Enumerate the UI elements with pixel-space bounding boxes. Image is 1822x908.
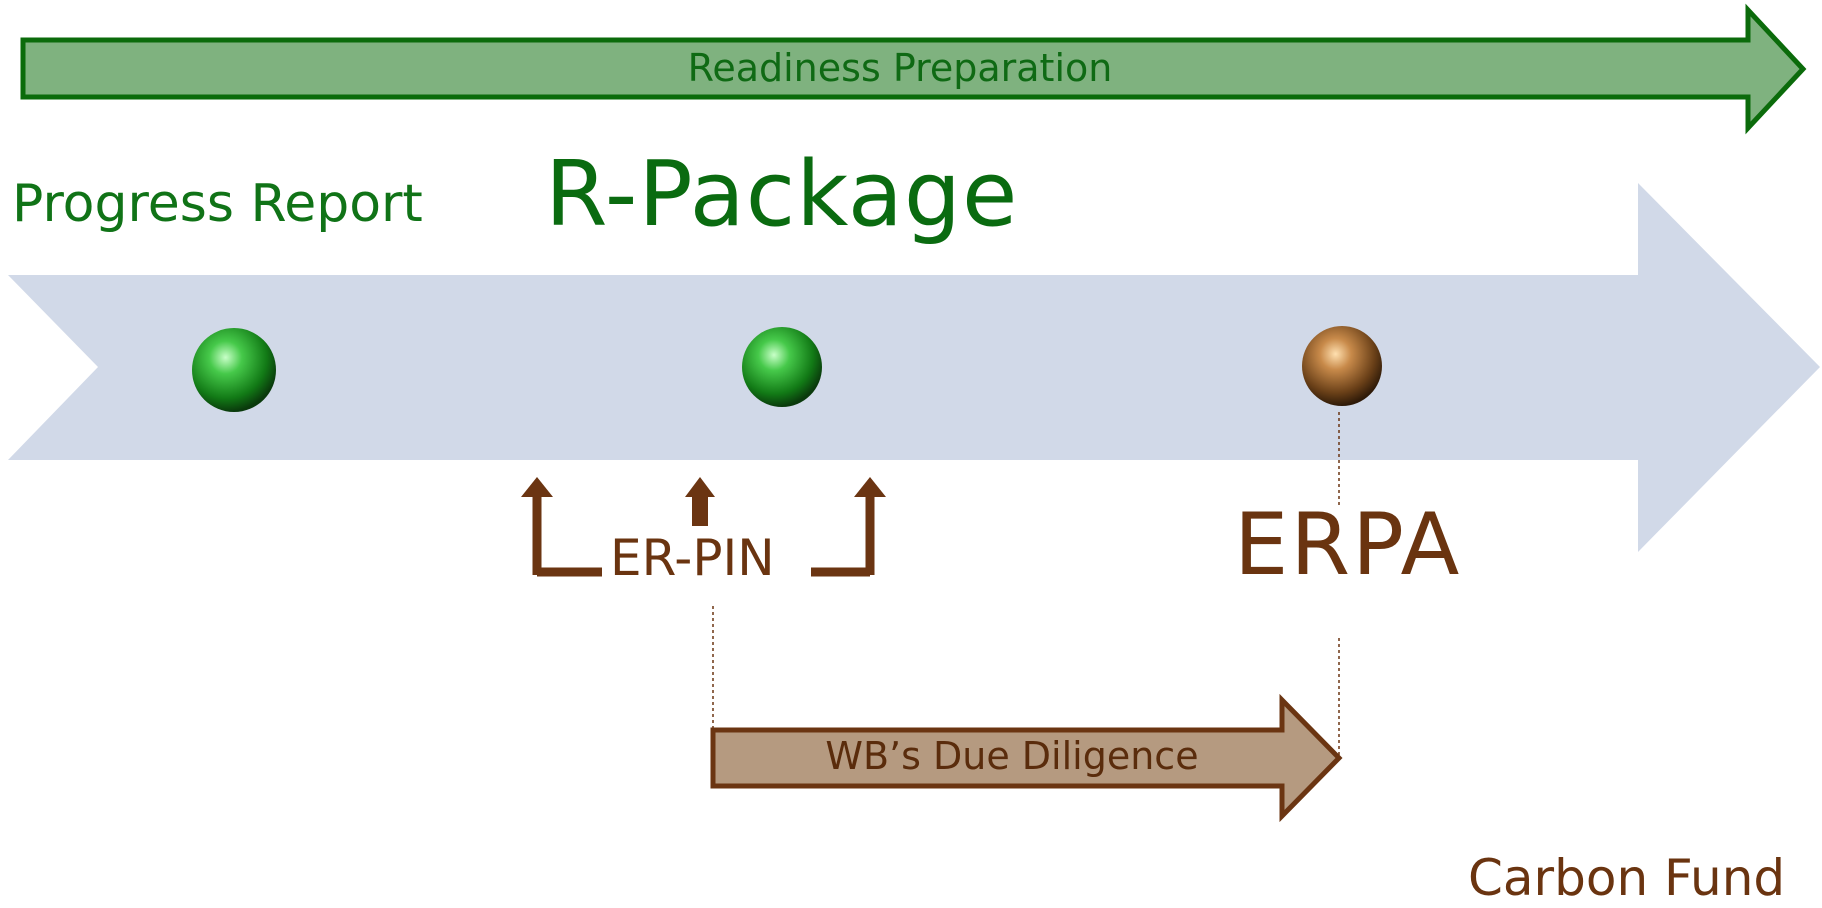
r-package-label: R-Package — [545, 142, 1019, 247]
main-timeline-arrow — [8, 183, 1820, 552]
readiness-preparation-label: Readiness Preparation — [687, 46, 1113, 90]
er-pin-label: ER-PIN — [610, 529, 775, 587]
right-arrowhead — [854, 477, 886, 497]
erpa-marker — [1302, 326, 1382, 406]
readiness-arrow — [20, 3, 1807, 135]
erpa-label: ERPA — [1234, 495, 1462, 595]
right-bracket-arrow — [811, 494, 875, 577]
due-diligence-label: WB’s Due Diligence — [825, 734, 1199, 778]
left-arrowhead — [521, 477, 553, 497]
progress-report-marker — [192, 328, 276, 412]
progress-report-label: Progress Report — [12, 174, 423, 234]
er-pin-bracket — [521, 477, 886, 577]
center-up-arrow-stem — [692, 494, 708, 526]
r-package-marker — [742, 327, 822, 407]
due-diligence-arrow — [710, 693, 1343, 823]
center-up-arrowhead — [685, 477, 715, 497]
carbon-fund-label: Carbon Fund — [1468, 849, 1786, 907]
left-bracket-arrow — [532, 494, 602, 577]
